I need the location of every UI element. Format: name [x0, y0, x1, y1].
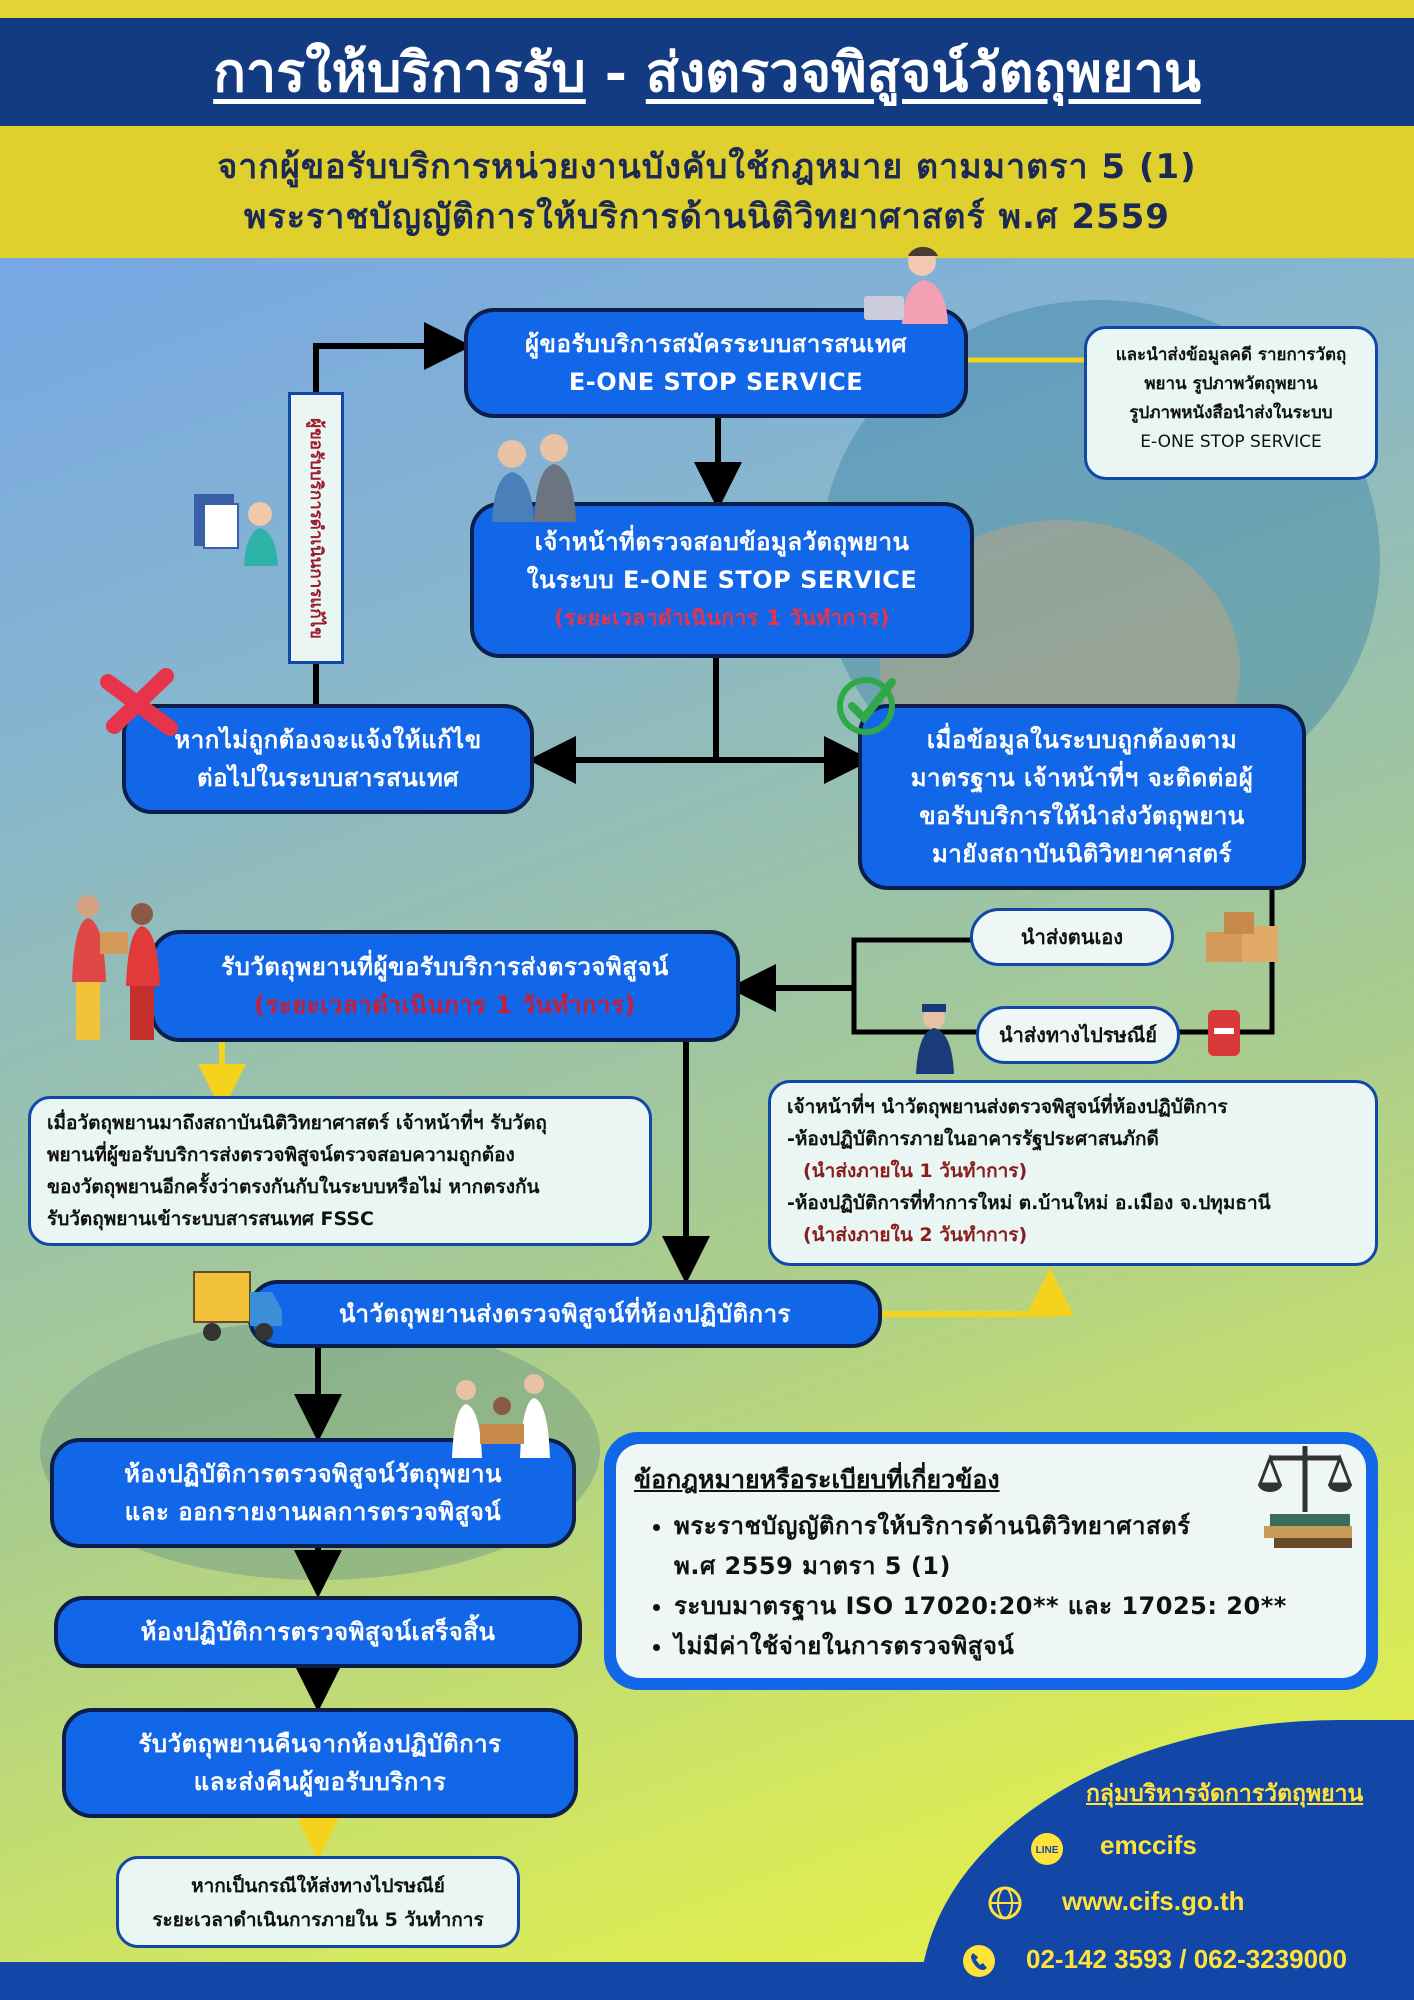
step-done: ห้องปฏิบัติการตรวจพิสูจน์เสร็จสิ้น — [54, 1596, 582, 1668]
step-correct-line4: มายังสถาบันนิติวิทยาศาสตร์ — [931, 840, 1233, 868]
parcel-boxes-icon — [1206, 912, 1278, 962]
step-examine: ห้องปฏิบัติการตรวจพิสูจน์วัตถุพยาน และ อ… — [50, 1438, 576, 1548]
step-correct-line2: มาตรฐาน เจ้าหน้าที่ฯ จะติดต่อผู้ — [910, 764, 1254, 792]
scientists-icon — [452, 1374, 550, 1458]
legal-item-text: ไม่มีค่าใช้จ่ายในการตรวจพิสูจน์ — [674, 1632, 1015, 1660]
line-app-icon[interactable]: LINE — [1030, 1832, 1064, 1866]
step-done-text: ห้องปฏิบัติการตรวจพิสูจน์เสร็จสิ้น — [140, 1618, 496, 1646]
title-part1: การให้บริการรับ — [213, 40, 586, 104]
post-note: หากเป็นกรณีให้ส่งทางไปรษณีย์ ระยะเวลาดำเ… — [116, 1856, 520, 1948]
subtitle-line2: พระราชบัญญัติการให้บริการด้านนิติวิทยาศา… — [244, 197, 1170, 237]
step-examine-line1: ห้องปฏิบัติการตรวจพิสูจน์วัตถุพยาน — [124, 1460, 502, 1488]
legal-panel-inner: ข้อกฎหมายหรือระเบียบที่เกี่ยวข้อง พระราช… — [616, 1444, 1366, 1678]
step-register: ผู้ขอรับบริการสมัครระบบสารสนเทศ E-ONE ST… — [464, 308, 968, 418]
step-register-line1: ผู้ขอรับบริการสมัครระบบสารสนเทศ — [524, 330, 908, 358]
title-bar: การให้บริการรับ - ส่งตรวจพิสูจน์วัตถุพยา… — [0, 18, 1414, 126]
officers-icon — [492, 434, 576, 522]
step-verify-line1: เจ้าหน้าที่ตรวจสอบข้อมูลวัตถุพยาน — [534, 528, 910, 556]
legal-item-text: พ.ศ 2559 มาตรา 5 (1) — [674, 1552, 951, 1580]
lab-note: เจ้าหน้าที่ฯ นำวัตถุพยานส่งตรวจพิสูจน์ที… — [768, 1080, 1378, 1266]
post-note-line2: ระยะเวลาดำเนินการภายใน 5 วันทำการ — [152, 1909, 484, 1931]
subtitle-line1: จากผู้ขอรับบริการหน่วยงานบังคับใช้กฎหมาย… — [217, 147, 1197, 187]
lab-note-line5: (นำส่งภายใน 2 วันทำการ) — [803, 1224, 1028, 1246]
step-verify-duration: (ระยะเวลาดำเนินการ 1 วันทำการ) — [554, 606, 890, 630]
legal-item: ไม่มีค่าใช้จ่ายในการตรวจพิสูจน์ — [674, 1626, 1348, 1666]
legal-title: ข้อกฎหมายหรือระเบียบที่เกี่ยวข้อง — [634, 1465, 1000, 1494]
correction-label-text: ผู้ขอรับบริการดำเนินการแก้ไข — [305, 417, 326, 639]
receive-note-line2: พยานที่ผู้ขอรับบริการส่งตรวจพิสูจน์ตรวจส… — [47, 1144, 515, 1166]
step-correct: เมื่อข้อมูลในระบบถูกต้องตาม มาตรฐาน เจ้า… — [858, 704, 1306, 890]
lab-note-line2: -ห้องปฏิบัติการภายในอาคารรัฐประศาสนภักดี — [787, 1128, 1159, 1150]
person-laptop-icon — [864, 246, 948, 324]
step-incorrect: หากไม่ถูกต้องจะแจ้งให้แก้ไข ต่อไปในระบบส… — [122, 704, 534, 814]
postman-icon — [916, 1004, 954, 1074]
title-part2: ส่งตรวจพิสูจน์วัตถุพยาน — [645, 40, 1201, 104]
scales-of-justice-icon — [1257, 1446, 1353, 1548]
legal-list: พระราชบัญญัติการให้บริการด้านนิติวิทยาศา… — [634, 1506, 1348, 1666]
contact-website[interactable]: www.cifs.go.th — [1062, 1886, 1245, 1916]
step-receive: รับวัตถุพยานที่ผู้ขอรับบริการส่งตรวจพิสู… — [150, 930, 740, 1042]
delivery-people-icon — [72, 895, 160, 1040]
correction-label: ผู้ขอรับบริการดำเนินการแก้ไข — [288, 392, 344, 664]
globe-icon — [988, 1886, 1022, 1920]
step-incorrect-line2: ต่อไปในระบบสารสนเทศ — [196, 764, 459, 792]
svg-text:LINE: LINE — [1036, 1845, 1059, 1856]
step-receive-duration: (ระยะเวลาดำเนินการ 1 วันทำการ) — [254, 991, 636, 1019]
contact-group: กลุ่มบริหารจัดการวัตถุพยาน — [1086, 1781, 1364, 1807]
deliver-post-label: นำส่งทางไปรษณีย์ — [998, 1023, 1157, 1047]
register-note-line2: พยาน รูปภาพวัตถุพยาน — [1144, 374, 1318, 394]
post-note-line1: หากเป็นกรณีให้ส่งทางไปรษณีย์ — [191, 1875, 445, 1897]
phone-icon — [963, 1945, 995, 1977]
receive-note-line4: รับวัตถุพยานเข้าระบบสารสนเทศ FSSC — [47, 1208, 374, 1230]
legal-item-text: ระบบมาตรฐาน ISO 17020:20** และ 17025: 20… — [674, 1592, 1287, 1620]
lab-note-line1: เจ้าหน้าที่ฯ นำวัตถุพยานส่งตรวจพิสูจน์ที… — [787, 1096, 1228, 1118]
lab-note-line3: (นำส่งภายใน 1 วันทำการ) — [803, 1160, 1028, 1182]
step-verify-line2: ในระบบ E-ONE STOP SERVICE — [526, 566, 918, 594]
step-receive-line1: รับวัตถุพยานที่ผู้ขอรับบริการส่งตรวจพิสู… — [221, 953, 669, 981]
deliver-post-pill: นำส่งทางไปรษณีย์ — [976, 1006, 1180, 1064]
step-return-line1: รับวัตถุพยานคืนจากห้องปฏิบัติการ — [138, 1730, 502, 1758]
bottom-strip — [0, 1962, 1414, 2000]
legal-item: พระราชบัญญัติการให้บริการด้านนิติวิทยาศา… — [674, 1506, 1348, 1586]
step-send-lab: นำวัตถุพยานส่งตรวจพิสูจน์ที่ห้องปฏิบัติก… — [248, 1280, 882, 1348]
step-send-lab-text: นำวัตถุพยานส่งตรวจพิสูจน์ที่ห้องปฏิบัติก… — [339, 1300, 791, 1328]
subtitle-bar: จากผู้ขอรับบริการหน่วยงานบังคับใช้กฎหมาย… — [0, 126, 1414, 258]
check-mark-icon — [837, 677, 896, 735]
legal-item: ระบบมาตรฐาน ISO 17020:20** และ 17025: 20… — [674, 1586, 1348, 1626]
receive-note-line1: เมื่อวัตถุพยานมาถึงสถาบันนิติวิทยาศาสตร์… — [47, 1112, 547, 1134]
deliver-self-label: นำส่งตนเอง — [1020, 925, 1124, 949]
documents-icon — [194, 494, 278, 566]
delivery-truck-icon — [193, 1271, 282, 1341]
step-correct-line3: ขอรับบริการให้นำส่งวัตถุพยาน — [919, 802, 1245, 830]
step-correct-line1: เมื่อข้อมูลในระบบถูกต้องตาม — [926, 726, 1238, 754]
mailbox-icon — [1208, 1010, 1240, 1056]
receive-note-line3: ของวัตถุพยานอีกครั้งว่าตรงกันกับในระบบหร… — [47, 1176, 540, 1198]
cross-mark-icon — [100, 668, 178, 736]
register-note-line3: รูปภาพหนังสือนำส่งในระบบ — [1129, 403, 1333, 423]
register-note-line4: E-ONE STOP SERVICE — [1140, 432, 1322, 452]
step-return: รับวัตถุพยานคืนจากห้องปฏิบัติการ และส่งค… — [62, 1708, 578, 1818]
register-note-line1: และนำส่งข้อมูลคดี รายการวัตถุ — [1115, 345, 1347, 365]
top-strip — [0, 0, 1414, 18]
legal-item-text: พระราชบัญญัติการให้บริการด้านนิติวิทยาศา… — [674, 1512, 1191, 1540]
contact-line-id[interactable]: emccifs — [1100, 1830, 1197, 1860]
step-verify: เจ้าหน้าที่ตรวจสอบข้อมูลวัตถุพยาน ในระบบ… — [470, 502, 974, 658]
step-examine-line2: และ ออกรายงานผลการตรวจพิสูจน์ — [124, 1498, 502, 1526]
deliver-self-pill: นำส่งตนเอง — [970, 908, 1174, 966]
receive-note: เมื่อวัตถุพยานมาถึงสถาบันนิติวิทยาศาสตร์… — [28, 1096, 652, 1246]
lab-note-line4: -ห้องปฏิบัติการที่ทำการใหม่ ต.บ้านใหม่ อ… — [787, 1192, 1271, 1214]
step-return-line2: และส่งคืนผู้ขอรับบริการ — [193, 1768, 447, 1796]
step-register-line2: E-ONE STOP SERVICE — [568, 368, 864, 396]
register-note: และนำส่งข้อมูลคดี รายการวัตถุ พยาน รูปภา… — [1084, 326, 1378, 480]
contact-phone[interactable]: 02-142 3593 / 062-3239000 — [1026, 1944, 1347, 1974]
title-separator: - — [585, 40, 646, 104]
step-incorrect-line1: หากไม่ถูกต้องจะแจ้งให้แก้ไข — [174, 726, 482, 754]
legal-panel: ข้อกฎหมายหรือระเบียบที่เกี่ยวข้อง พระราช… — [604, 1432, 1378, 1690]
